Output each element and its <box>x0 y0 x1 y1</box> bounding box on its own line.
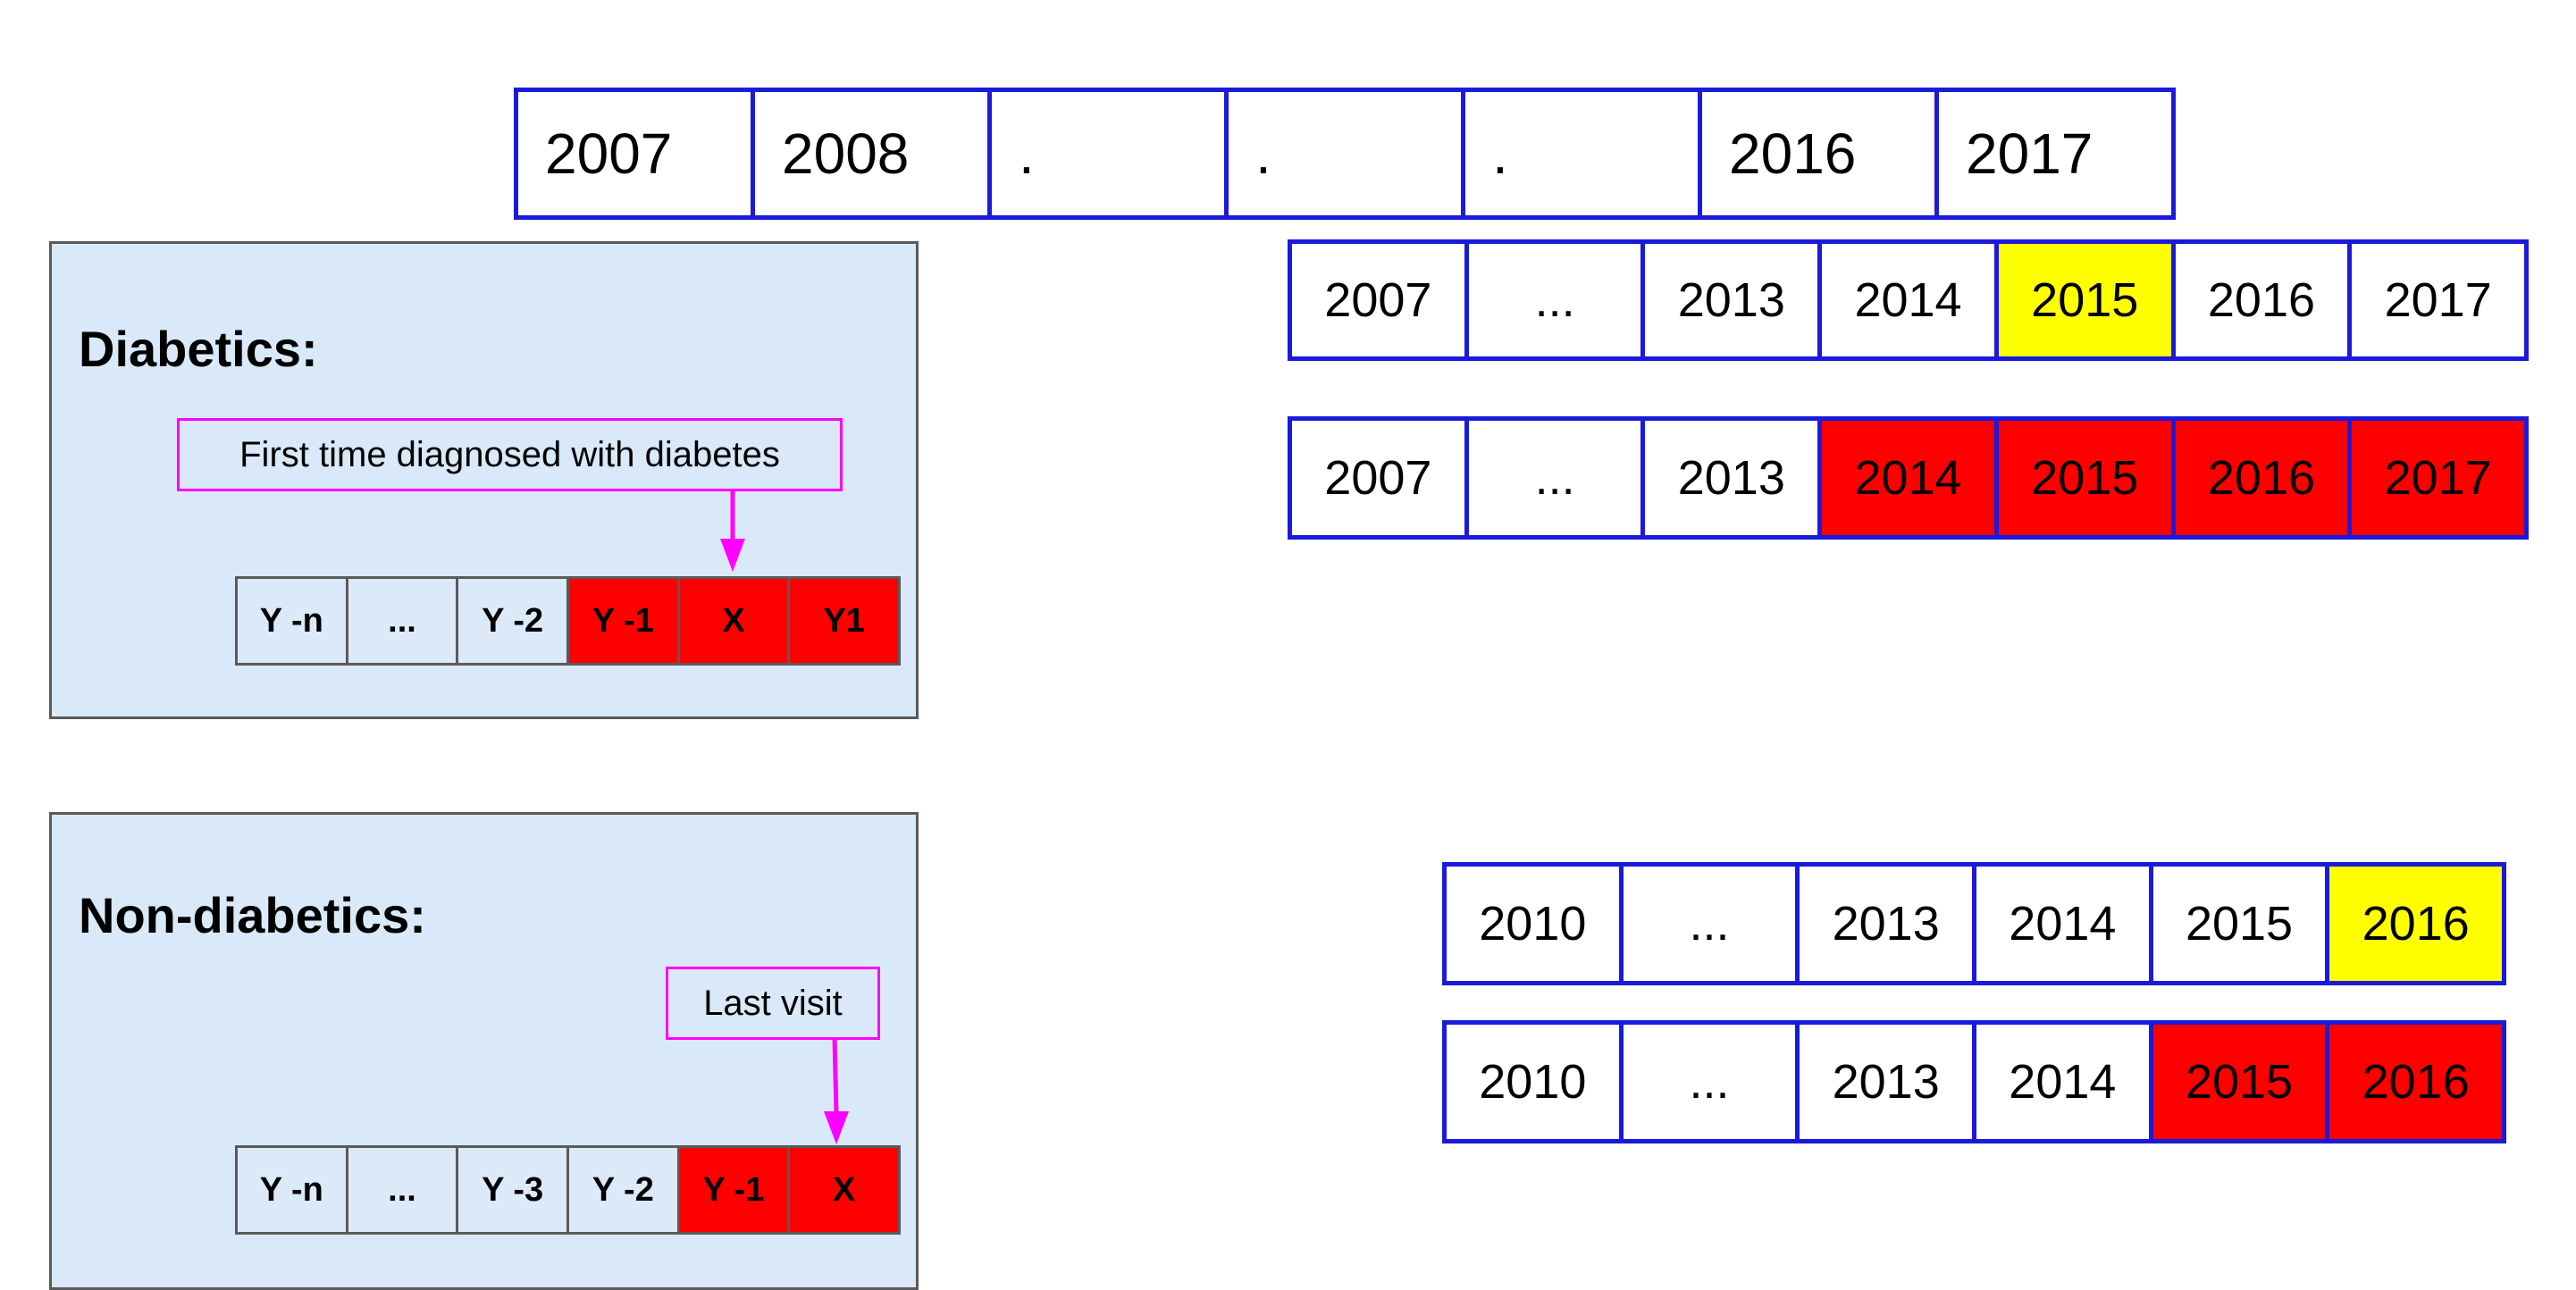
year-cell: 2007 <box>518 92 751 215</box>
year-cell: 2015 <box>2148 867 2326 981</box>
year-cell: . <box>1224 92 1461 215</box>
year-cell: Y -3 <box>456 1148 567 1232</box>
year-cell: ... <box>1464 244 1641 356</box>
year-cell: 2010 <box>1447 867 1619 981</box>
year-cell: Y -2 <box>566 1148 677 1232</box>
year-cell: Y -n <box>238 1148 346 1232</box>
year-cell: 2013 <box>1795 867 1973 981</box>
year-cell: 2014 <box>1972 1025 2149 1139</box>
year-cell: Y -2 <box>456 579 567 663</box>
year-cell: 2016 <box>2325 867 2503 981</box>
year-cell: 2017 <box>2347 421 2525 535</box>
year-cell: ... <box>345 1148 457 1232</box>
year-cell: 2017 <box>2347 244 2525 356</box>
year-cell: 2016 <box>2170 421 2348 535</box>
year-cell: Y -1 <box>566 579 677 663</box>
year-cell: Y -n <box>238 579 346 663</box>
diabetes-diagnosis-callout: First time diagnosed with diabetes <box>177 418 843 491</box>
year-cell: 2013 <box>1795 1025 1973 1139</box>
year-cell: X <box>787 1148 899 1232</box>
year-cell: 2014 <box>1817 244 1994 356</box>
year-cell: 2013 <box>1640 421 1818 535</box>
year-cell: 2016 <box>2170 244 2348 356</box>
diabetics-title: Diabetics: <box>79 321 318 377</box>
year-cell: 2010 <box>1447 1025 1619 1139</box>
year-cell: . <box>1461 92 1698 215</box>
year-cell: ... <box>1618 1025 1796 1139</box>
diabetics-panel: Diabetics: First time diagnosed with dia… <box>49 241 919 719</box>
year-cell: ... <box>1464 421 1641 535</box>
year-cell: 2017 <box>1934 92 2171 215</box>
year-cell: 2014 <box>1972 867 2149 981</box>
year-cell: ... <box>1618 867 1796 981</box>
year-cell: 2016 <box>1698 92 1934 215</box>
last-visit-callout: Last visit <box>666 967 880 1040</box>
year-cell: Y1 <box>787 579 899 663</box>
year-cell: 2015 <box>2148 1025 2326 1139</box>
year-cell: 2007 <box>1292 421 1464 535</box>
nondiabetics-title: Non-diabetics: <box>79 887 426 943</box>
year-cell: 2008 <box>751 92 987 215</box>
year-cell: 2007 <box>1292 244 1464 356</box>
year-cell: ... <box>345 579 457 663</box>
year-cell: 2013 <box>1640 244 1818 356</box>
year-cell: 2014 <box>1817 421 1994 535</box>
year-cell: 2015 <box>1993 244 2171 356</box>
year-cell: . <box>987 92 1224 215</box>
year-cell: X <box>676 579 788 663</box>
year-cell: 2016 <box>2325 1025 2503 1139</box>
year-cell: 2015 <box>1993 421 2171 535</box>
year-cell: Y -1 <box>676 1148 788 1232</box>
